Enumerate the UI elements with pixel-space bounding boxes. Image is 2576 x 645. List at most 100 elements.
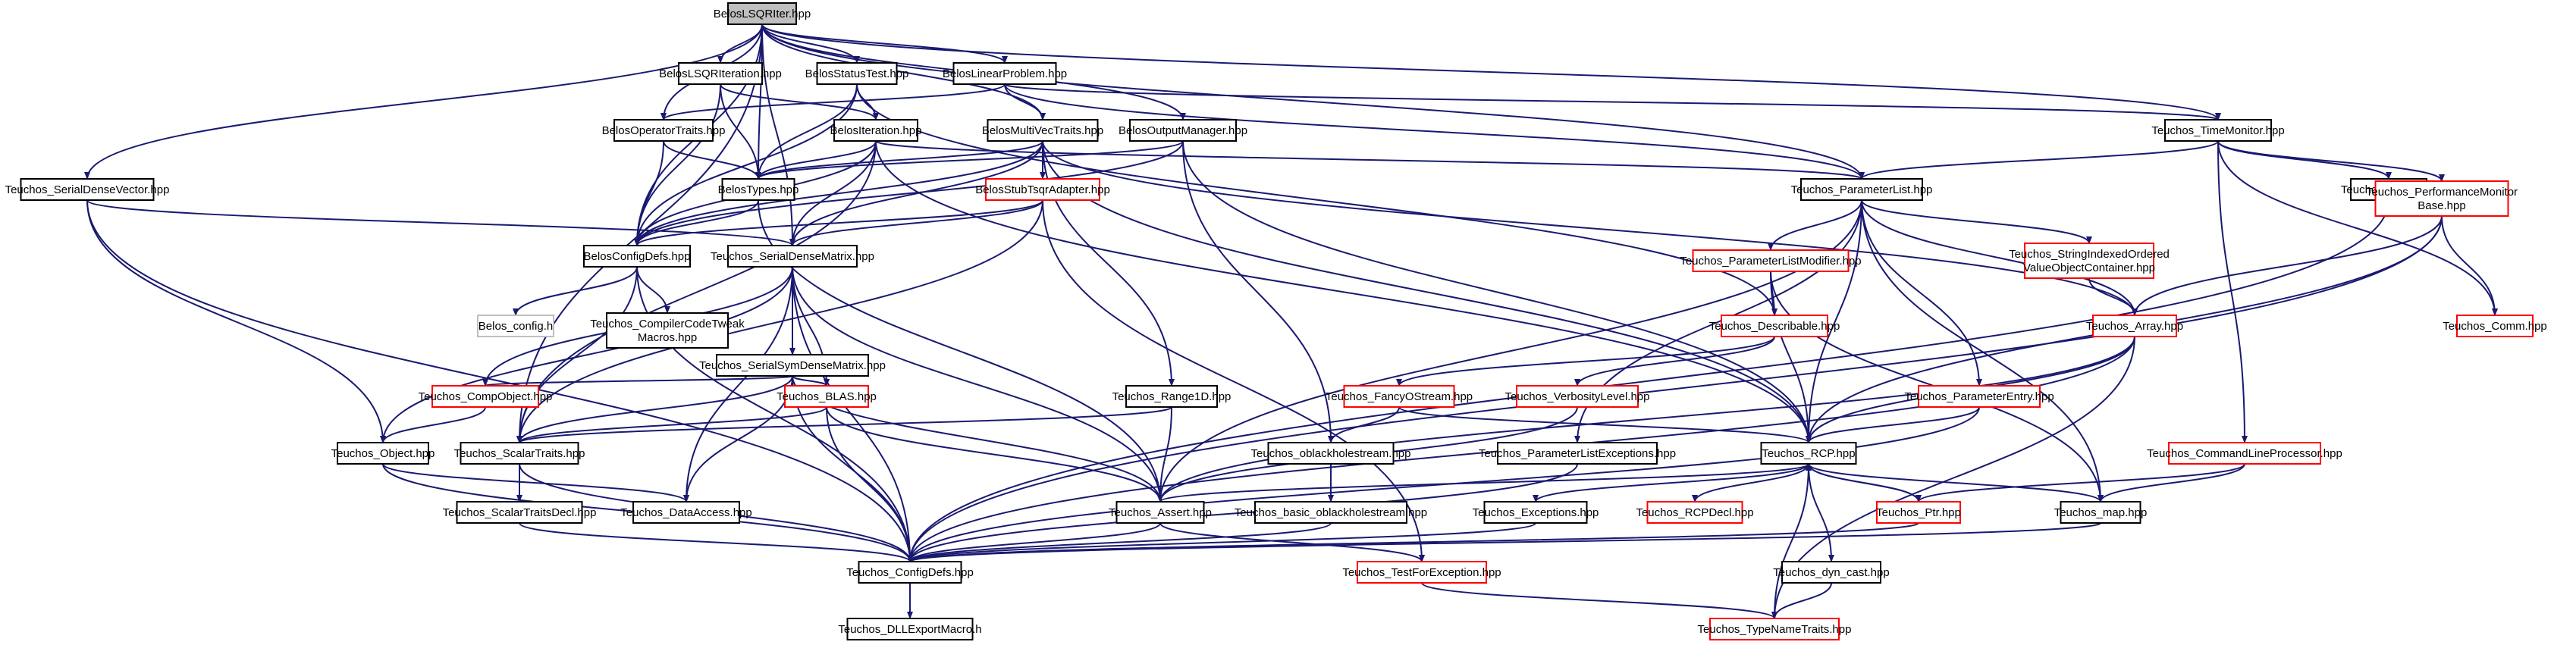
edge-paramList-to-stringIndexed xyxy=(1861,199,2092,244)
edge-outputMgr-to-belosTypes xyxy=(755,140,1184,180)
edge-serialDenseMatrix-to-object xyxy=(380,266,793,443)
node-belosTypes[interactable]: BelosTypes.hpp xyxy=(718,178,799,201)
edge-range1D-to-assert xyxy=(1157,406,1172,503)
node-assert[interactable]: Teuchos_Assert.hpp xyxy=(1109,501,1212,524)
node-configDefs[interactable]: BelosConfigDefs.hpp xyxy=(583,245,691,268)
node-paramEntry[interactable]: Teuchos_ParameterEntry.hpp xyxy=(1904,385,2054,408)
node-iteration[interactable]: BelosIteration.hpp xyxy=(830,119,922,142)
edge-blas-to-scalarTraits xyxy=(516,406,827,443)
node-rcp[interactable]: Teuchos_RCP.hpp xyxy=(1760,442,1857,465)
node-cmdLine[interactable]: Teuchos_CommandLineProcessor.hpp xyxy=(2147,442,2342,465)
edge-dynCast-to-typeNameTraits xyxy=(1771,582,1832,619)
node-label: Teuchos_ParameterListModifier.hpp xyxy=(1680,255,1861,268)
node-comm[interactable]: Teuchos_Comm.hpp xyxy=(2443,315,2547,337)
node-stringIndexed[interactable]: Teuchos_StringIndexedOrderedValueObjectC… xyxy=(2009,243,2170,279)
node-box xyxy=(20,178,155,201)
node-root[interactable]: BelosLSQRIter.hpp xyxy=(714,2,811,25)
node-scalarTraitsDecl[interactable]: Teuchos_ScalarTraitsDecl.hpp xyxy=(443,501,597,524)
edge-scalarTraitsDecl-to-teuchosConfig xyxy=(519,522,913,562)
node-serialSym[interactable]: Teuchos_SerialSymDenseMatrix.hpp xyxy=(699,354,886,377)
node-belosConfig[interactable]: Belos_config.h xyxy=(477,315,554,337)
edge-serialSym-to-compObject xyxy=(482,375,793,387)
node-box xyxy=(833,119,918,142)
edge-opTraits-to-belosTypes xyxy=(663,140,761,180)
node-dataAccess[interactable]: Teuchos_DataAccess.hpp xyxy=(620,501,752,524)
edge-stubTsqr-to-testForException xyxy=(1042,199,1425,562)
node-statusTest[interactable]: BelosStatusTest.hpp xyxy=(805,62,909,85)
node-range1D[interactable]: Teuchos_Range1D.hpp xyxy=(1112,385,1232,408)
node-label: BelosStatusTest.hpp xyxy=(805,67,909,80)
node-stubTsqr[interactable]: BelosStubTsqrAdapter.hpp xyxy=(975,178,1110,201)
edge-serialDenseVector-to-teuchosConfig xyxy=(86,199,913,562)
node-object[interactable]: Teuchos_Object.hpp xyxy=(331,442,435,465)
node-testForException[interactable]: Teuchos_TestForException.hpp xyxy=(1342,561,1501,584)
node-label: Teuchos_Comm.hpp xyxy=(2443,320,2547,333)
node-rcpDecl[interactable]: Teuchos_RCPDecl.hpp xyxy=(1636,501,1754,524)
node-label: Teuchos_SerialDenseMatrix.hpp xyxy=(711,250,874,263)
node-paramList[interactable]: Teuchos_ParameterList.hpp xyxy=(1791,178,1933,201)
node-label: Teuchos_BLAS.hpp xyxy=(777,390,877,403)
node-label: Teuchos_TypeNameTraits.hpp xyxy=(1698,623,1852,636)
node-fancyOStream[interactable]: Teuchos_FancyOStream.hpp xyxy=(1326,385,1473,408)
node-plExceptions[interactable]: Teuchos_ParameterListExceptions.hpp xyxy=(1479,442,1676,465)
node-plModifier[interactable]: Teuchos_ParameterListModifier.hpp xyxy=(1680,249,1862,272)
node-describable[interactable]: Teuchos_Describable.hpp xyxy=(1709,315,1840,337)
edge-linearProblem-to-mvTraits xyxy=(1004,83,1046,121)
edge-rcp-to-dynCast xyxy=(1808,463,1834,562)
node-box xyxy=(1115,501,1205,524)
node-array[interactable]: Teuchos_Array.hpp xyxy=(2086,315,2183,337)
node-box xyxy=(727,245,858,268)
edge-compObject-to-object xyxy=(380,406,486,443)
edge-exceptions-to-teuchosConfig xyxy=(907,522,1536,562)
node-compObject[interactable]: Teuchos_CompObject.hpp xyxy=(419,385,553,408)
node-dynCast[interactable]: Teuchos_dyn_cast.hpp xyxy=(1773,561,1890,584)
node-box xyxy=(2024,243,2154,279)
edge-root-to-serialDenseVector xyxy=(84,23,763,180)
node-linearProblem[interactable]: BelosLinearProblem.hpp xyxy=(943,62,1067,85)
node-mvTraits[interactable]: BelosMultiVecTraits.hpp xyxy=(982,119,1103,142)
node-label: Teuchos_DataAccess.hpp xyxy=(620,506,751,519)
node-ptr[interactable]: Teuchos_Ptr.hpp xyxy=(1876,501,1961,524)
edge-timeMonitor-to-paramList xyxy=(1859,140,2219,180)
node-teuchosConfig[interactable]: Teuchos_ConfigDefs.hpp xyxy=(846,561,974,584)
node-exceptions[interactable]: Teuchos_Exceptions.hpp xyxy=(1473,501,1599,524)
node-timeMonitor[interactable]: Teuchos_TimeMonitor.hpp xyxy=(2151,119,2285,142)
node-box xyxy=(1781,561,1881,584)
edge-assert-to-testForException xyxy=(1159,522,1425,562)
edge-mvTraits-to-belosTypes xyxy=(755,140,1043,180)
node-label: BelosOutputManager.hpp xyxy=(1119,124,1247,137)
edge-paramList-to-plModifier xyxy=(1768,199,1862,251)
node-box xyxy=(678,62,763,85)
edge-lsqrIteration-to-belosTypes xyxy=(720,83,761,180)
node-oblackhole[interactable]: Teuchos_oblackholestream.hpp xyxy=(1251,442,1411,465)
edge-array-to-assert xyxy=(1157,336,2135,503)
node-scalarTraits[interactable]: Teuchos_ScalarTraits.hpp xyxy=(454,442,585,465)
node-label: Teuchos_Exceptions.hpp xyxy=(1473,506,1599,519)
node-box xyxy=(2374,180,2509,217)
node-serialDenseMatrix[interactable]: Teuchos_SerialDenseMatrix.hpp xyxy=(711,245,874,268)
edge-root-to-timeMonitor xyxy=(761,23,2221,121)
node-label: Teuchos_ParameterList.hpp xyxy=(1791,183,1933,196)
node-label: Teuchos_SerialSymDenseMatrix.hpp xyxy=(699,359,886,372)
node-dllExport[interactable]: Teuchos_DLLExportMacro.h xyxy=(838,618,982,640)
edge-rcp-to-typeNameTraits xyxy=(1771,463,1809,619)
node-box xyxy=(456,501,583,524)
node-map[interactable]: Teuchos_map.hpp xyxy=(2054,501,2148,524)
edge-timeMonitor-to-comm xyxy=(2217,140,2498,316)
node-typeNameTraits[interactable]: Teuchos_TypeNameTraits.hpp xyxy=(1698,618,1852,640)
edge-belosTypes-to-configDefs xyxy=(634,199,759,246)
node-verbosity[interactable]: Teuchos_VerbosityLevel.hpp xyxy=(1505,385,1650,408)
edge-perfMonitor-to-array xyxy=(2132,215,2443,316)
node-blas[interactable]: Teuchos_BLAS.hpp xyxy=(777,385,877,408)
edge-serialDenseVector-to-object xyxy=(86,199,386,443)
node-serialDenseVector[interactable]: Teuchos_SerialDenseVector.hpp xyxy=(5,178,170,201)
node-outputMgr[interactable]: BelosOutputManager.hpp xyxy=(1119,119,1247,142)
node-lsqrIteration[interactable]: BelosLSQRIteration.hpp xyxy=(659,62,782,85)
node-basicOblackhole[interactable]: Teuchos_basic_oblackholestream.hpp xyxy=(1235,501,1427,524)
edge-basicOblackhole-to-teuchosConfig xyxy=(907,522,1332,562)
edge-rcp-to-rcpDecl xyxy=(1692,463,1809,503)
node-opTraits[interactable]: BelosOperatorTraits.hpp xyxy=(602,119,726,142)
node-label: Teuchos_CompObject.hpp xyxy=(419,390,553,403)
